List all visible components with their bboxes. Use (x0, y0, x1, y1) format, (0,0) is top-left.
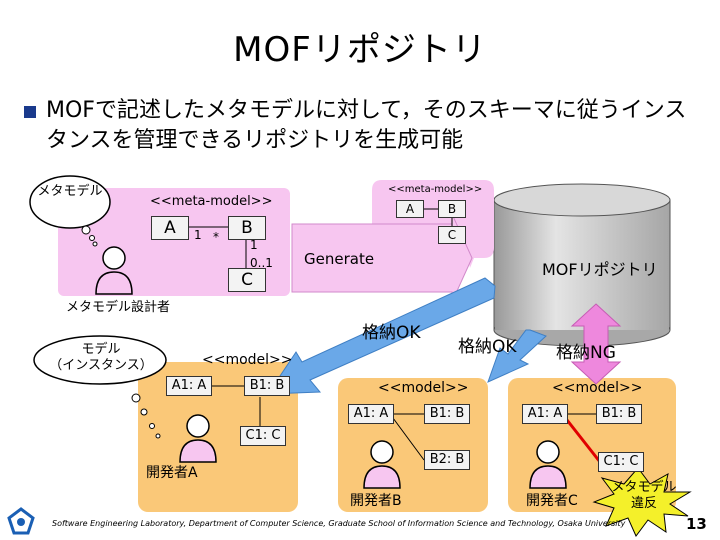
page-number: 13 (686, 515, 707, 533)
logo-icon (7, 507, 35, 535)
model-cloud-line2: （インスタンス） (49, 358, 153, 373)
developer-b-object-a1: A1: A (348, 404, 394, 424)
developer-a-object-a1: A1: A (166, 376, 212, 396)
model-cloud-text: モデル （インスタンス） (40, 342, 162, 374)
thought-cloud-icon (29, 175, 111, 247)
generate-label: Generate (304, 250, 375, 268)
generated-class-b: B (438, 200, 466, 218)
multiplicity-b-c-zero-one: 0..1 (250, 256, 273, 270)
violation-link (565, 419, 602, 463)
store-ok-label-a: 格納OK (362, 323, 421, 343)
metamodel-designer-label: メタモデル設計者 (66, 300, 171, 315)
violation-text: メタモデル 違反 (606, 480, 682, 512)
developer-c-object-b1: B1: B (596, 404, 642, 424)
store-ng-label: 格納NG (556, 343, 616, 363)
starburst-icon (592, 467, 692, 537)
person-icon (179, 414, 217, 463)
developer-b-stereotype: <<model>> (378, 380, 469, 396)
metamodel-stereotype: <<meta-model>> (150, 194, 273, 209)
multiplicity-a-b-star: * (213, 230, 219, 244)
developer-c-name: 開発者C (526, 493, 578, 509)
developer-b-name: 開発者B (350, 493, 402, 509)
metamodel-cloud-label: メタモデル (37, 184, 103, 199)
developer-b-object-b1: B1: B (424, 404, 470, 424)
model-cloud-line1: モデル (81, 342, 121, 357)
violation-line2: 違反 (630, 496, 657, 511)
footer-text: Software Engineering Laboratory, Departm… (52, 519, 626, 528)
person-icon (95, 246, 133, 295)
generated-class-c: C (438, 226, 466, 244)
bullet-icon (24, 106, 36, 118)
store-ok-label-b: 格納OK (458, 337, 517, 357)
thought-cloud-icon (33, 335, 167, 439)
developer-b-object-b2: B2: B (424, 450, 470, 470)
developer-c-stereotype: <<model>> (552, 380, 643, 396)
developer-a-object-c1: C1: C (240, 426, 286, 446)
violation-line1: メタモデル (611, 480, 677, 495)
developer-c-object-a1: A1: A (522, 404, 568, 424)
person-icon (363, 440, 401, 489)
developer-a-name: 開発者A (146, 465, 198, 481)
metamodel-cloud-text: メタモデル (34, 184, 106, 200)
developer-c-object-c1: C1: C (598, 452, 644, 472)
person-icon (529, 440, 567, 489)
metamodel-class-a: A (151, 216, 189, 240)
metamodel-class-c: C (228, 268, 266, 292)
developer-a-stereotype: <<model>> (202, 352, 293, 368)
repository-cylinder-icon (493, 183, 671, 347)
generated-stereotype: <<meta-model>> (388, 184, 483, 195)
repository-label: MOFリポジトリ (542, 260, 658, 279)
store-ng-arrow (570, 303, 622, 385)
store-ok-arrow-b (487, 329, 547, 383)
generated-class-a: A (396, 200, 424, 218)
slide-title: MOFリポジトリ (233, 30, 487, 70)
multiplicity-b-c-one: 1 (250, 238, 258, 252)
multiplicity-a-b-one: 1 (194, 228, 202, 242)
bullet-text: MOFで記述したメタモデルに対して，そのスキーマに従うインスタンスを管理できるリ… (46, 98, 687, 153)
developer-a-object-b1: B1: B (244, 376, 290, 396)
metamodel-class-b: B (228, 216, 266, 240)
